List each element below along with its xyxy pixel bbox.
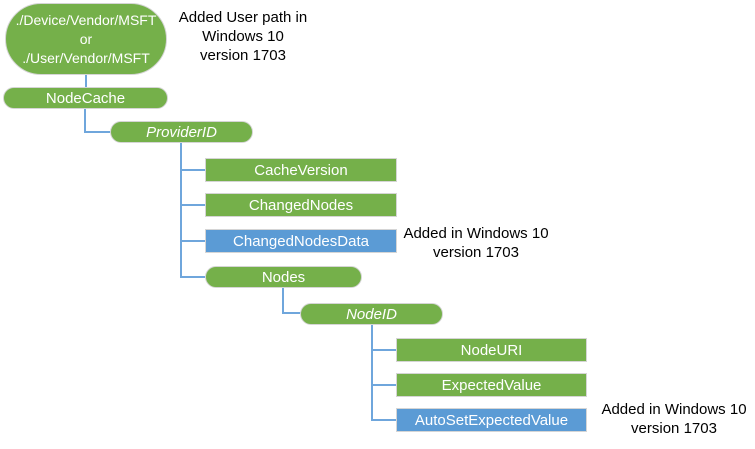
annotation-added-user-path: Added User path in Windows 10 version 17… <box>178 9 308 64</box>
connector-providerid-trunk <box>180 142 182 278</box>
connector-branch-nodes <box>181 276 205 278</box>
node-changednodes: ChangedNodes <box>205 193 397 217</box>
node-root-path: ./Device/Vendor/MSFT or ./User/Vendor/MS… <box>5 3 167 75</box>
connector-nodes-vertical <box>282 287 284 314</box>
node-cacheversion: CacheVersion <box>205 158 397 182</box>
connector-nodecache-to-providerid <box>84 131 111 133</box>
annotation-autosetexpectedvalue-added: Added in Windows 10 version 1703 <box>601 401 747 437</box>
connector-nodecache-vertical <box>84 108 86 133</box>
node-nodes: Nodes <box>205 266 362 288</box>
connector-nodeid-trunk <box>371 324 373 421</box>
node-nodeuri: NodeURI <box>396 338 587 362</box>
connector-branch-nodeuri <box>372 349 396 351</box>
annotation-changednodesdata-added: Added in Windows 10 version 1703 <box>403 225 549 261</box>
node-nodecache: NodeCache <box>3 87 168 109</box>
node-autosetexpectedvalue: AutoSetExpectedValue <box>396 408 587 432</box>
connector-nodes-to-nodeid <box>282 312 301 314</box>
connector-branch-changednodes <box>181 204 205 206</box>
node-providerid: ProviderID <box>110 121 253 143</box>
connector-root-to-nodecache <box>85 74 87 88</box>
node-nodeid: NodeID <box>300 303 443 325</box>
connector-branch-autosetexpectedvalue <box>372 419 396 421</box>
connector-branch-changednodesdata <box>181 240 205 242</box>
connector-branch-expectedvalue <box>372 384 396 386</box>
node-expectedvalue: ExpectedValue <box>396 373 587 397</box>
node-changednodesdata: ChangedNodesData <box>205 229 397 253</box>
connector-branch-cacheversion <box>181 169 205 171</box>
